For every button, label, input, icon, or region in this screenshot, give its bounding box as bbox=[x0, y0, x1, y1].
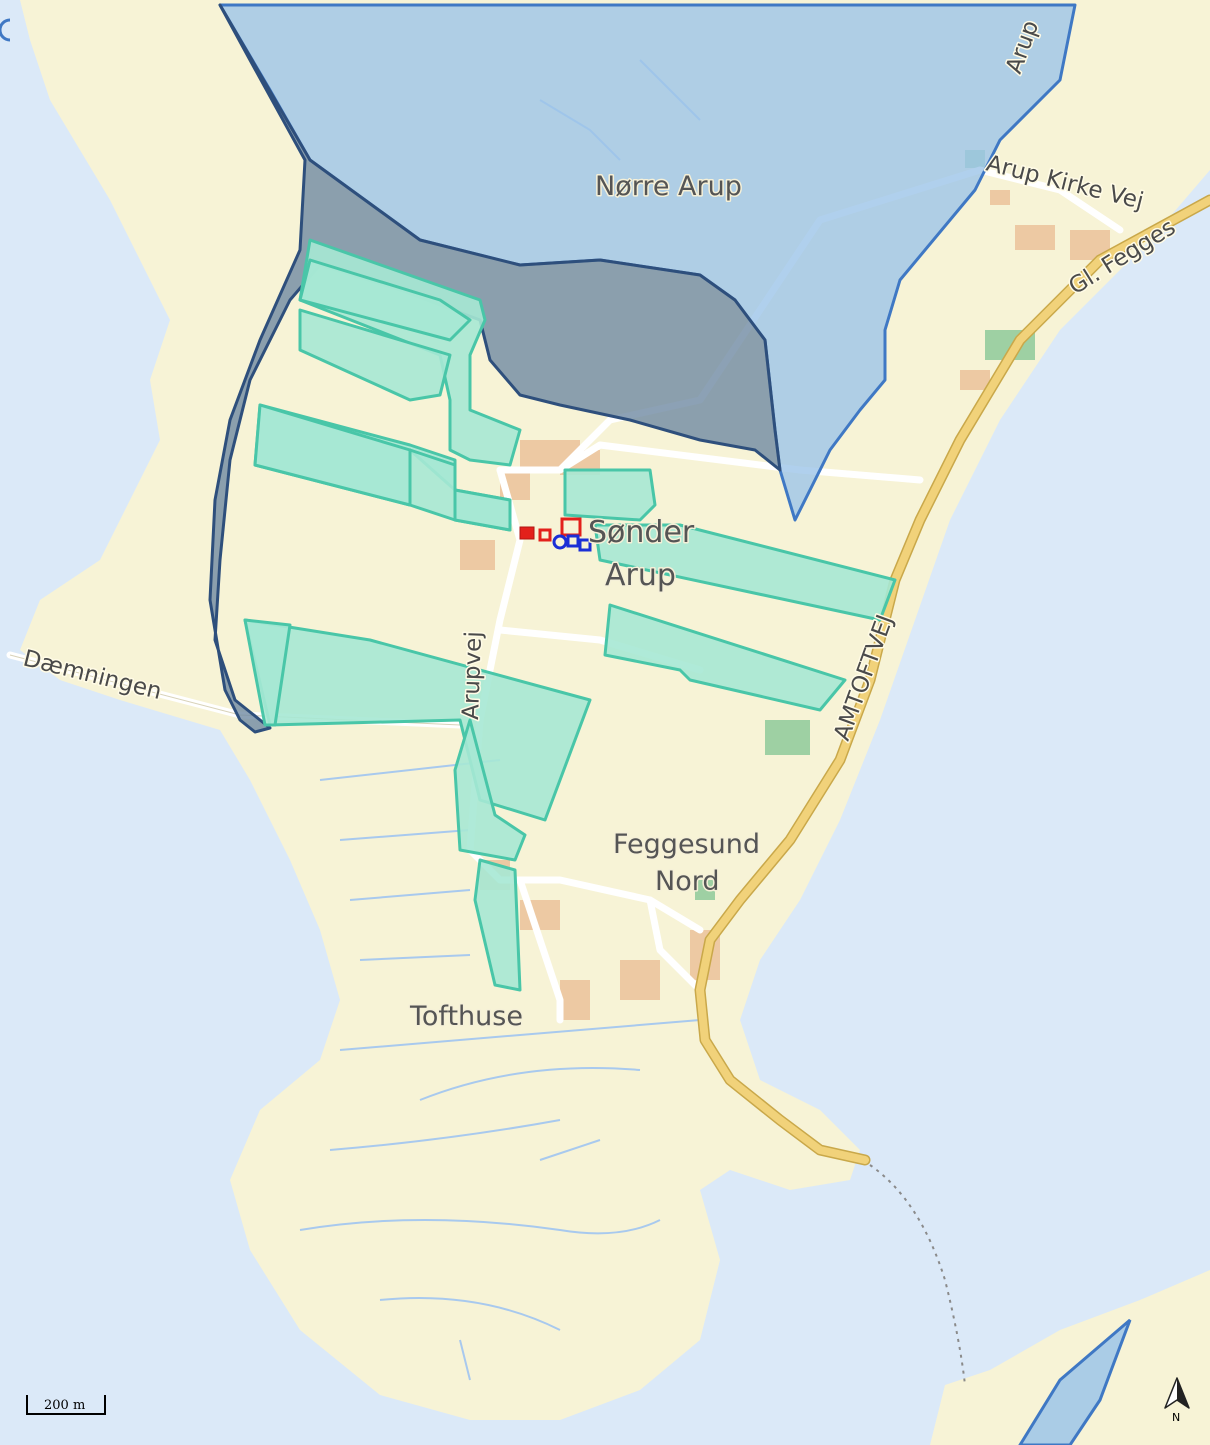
parcel-west-1[interactable] bbox=[298, 308, 452, 402]
parcel-center-north[interactable] bbox=[563, 468, 657, 522]
parcel-north-strip[interactable] bbox=[298, 258, 472, 342]
parcels[interactable] bbox=[243, 238, 897, 992]
label-tofthuse: Tofthuse bbox=[409, 1001, 523, 1032]
label-norre-arup: Nørre Arup bbox=[595, 171, 742, 202]
north-arrow-label: N bbox=[1172, 1411, 1180, 1424]
scale-bar: 200 m bbox=[26, 1395, 106, 1415]
parcel-south-strip-2[interactable] bbox=[473, 858, 522, 992]
marker-red-2[interactable] bbox=[538, 528, 552, 542]
partial-marker-top-left bbox=[0, 18, 11, 42]
markers[interactable] bbox=[519, 517, 592, 552]
parcel-sonder-arup[interactable] bbox=[593, 523, 897, 622]
label-arupvej: Arupvej bbox=[458, 631, 487, 720]
parcel-south-strip-1[interactable] bbox=[453, 718, 527, 862]
marker-red-1[interactable] bbox=[519, 526, 535, 540]
label-sonder: Sønder bbox=[588, 515, 695, 550]
zone-blue-islet-edge[interactable] bbox=[1018, 1318, 1132, 1445]
parcel-mid-east[interactable] bbox=[453, 488, 512, 532]
label-feggesund: Feggesund bbox=[613, 829, 760, 860]
scale-bar-label: 200 m bbox=[44, 1398, 85, 1413]
label-nord: Nord bbox=[655, 866, 719, 897]
parcel-east-long[interactable] bbox=[603, 603, 847, 712]
marker-blue-2[interactable] bbox=[566, 534, 580, 548]
label-arup: Arup bbox=[605, 558, 676, 593]
marker-blue-3[interactable] bbox=[578, 538, 592, 552]
north-arrow-icon: N bbox=[1164, 1377, 1190, 1424]
ferry-route bbox=[869, 1164, 966, 1386]
parcel-southwest-strip[interactable] bbox=[243, 618, 292, 727]
land-islet bbox=[930, 1270, 1210, 1445]
marker-blue-1[interactable] bbox=[552, 534, 568, 550]
parcel-southwest[interactable] bbox=[243, 618, 592, 822]
